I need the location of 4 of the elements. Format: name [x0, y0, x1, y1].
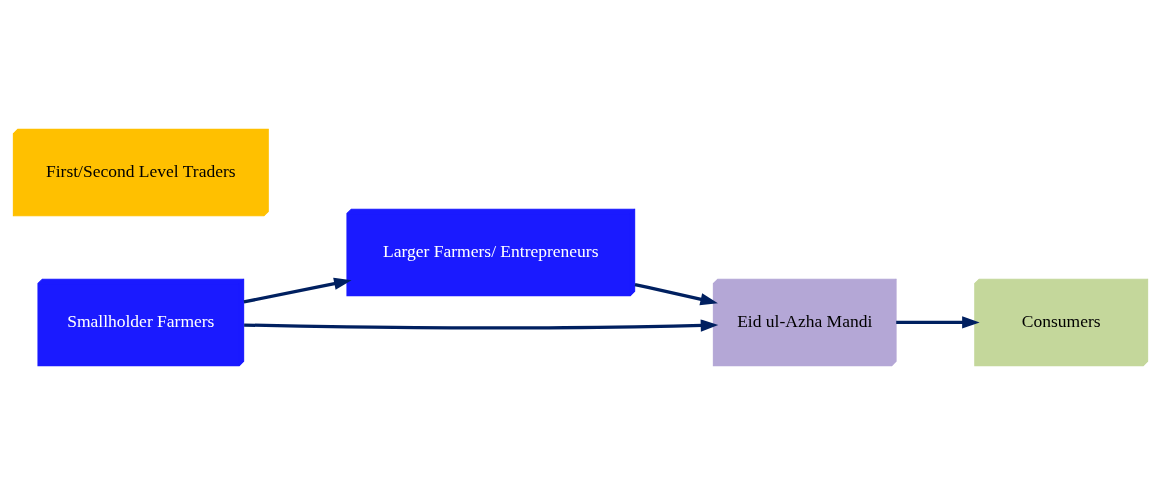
- arrow: [896, 316, 980, 329]
- arrow: [634, 282, 718, 306]
- arrow: [243, 277, 352, 304]
- arrow: [244, 319, 719, 332]
